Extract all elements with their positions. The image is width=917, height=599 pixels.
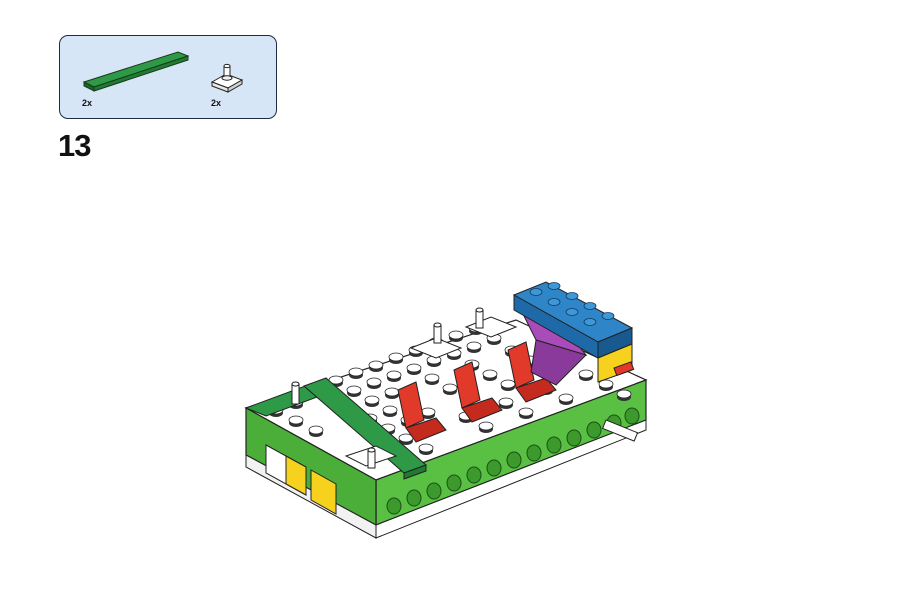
part-quantity-label: 2x	[211, 98, 222, 108]
parts-callout: 2x 2x	[59, 35, 277, 119]
green-tile-1x8-icon	[82, 44, 194, 97]
white-plate-with-pin-icon	[208, 60, 248, 103]
lego-build-assembly-icon	[236, 270, 656, 565]
step-number: 13	[58, 128, 91, 163]
part-quantity-label: 2x	[82, 98, 93, 108]
